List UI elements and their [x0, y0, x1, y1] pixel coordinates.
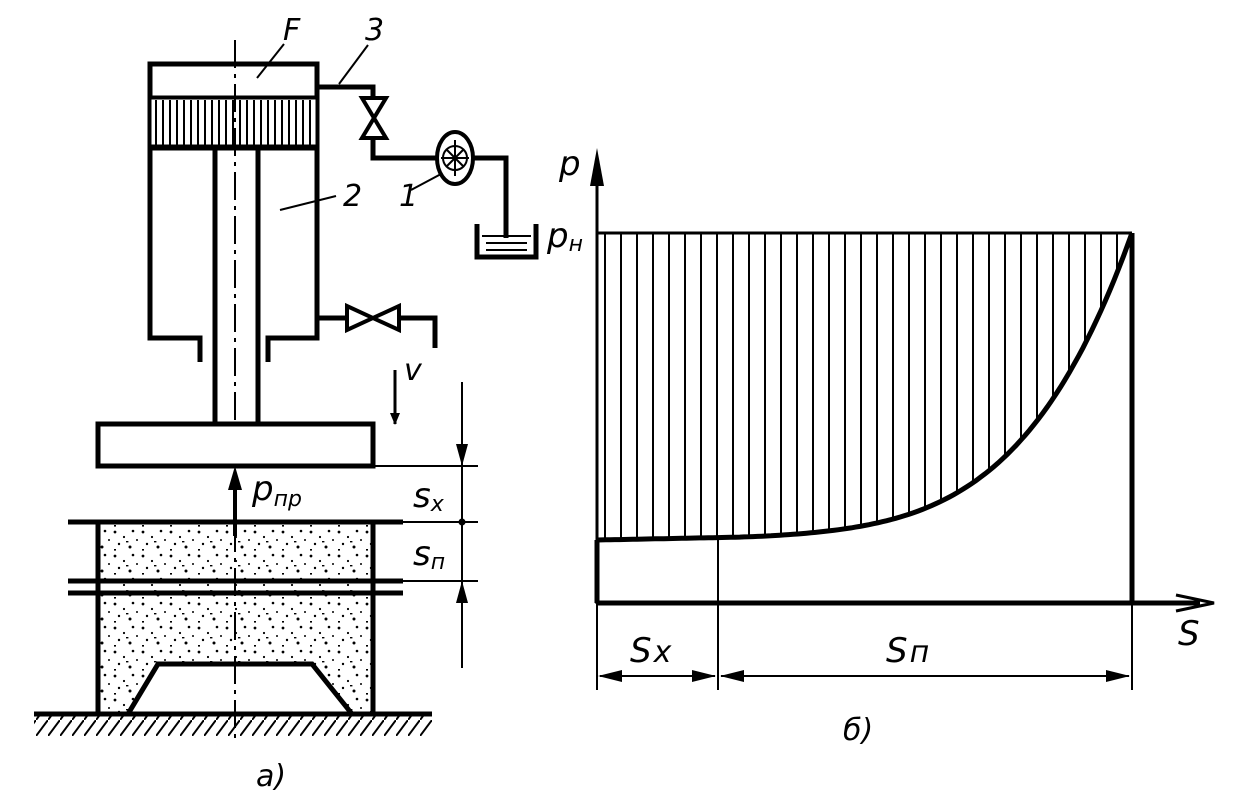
label-3: 3	[365, 13, 384, 48]
return-line	[317, 302, 438, 348]
label-v: v	[404, 353, 423, 388]
lower-sand-fill	[98, 590, 373, 714]
sx-dimension	[598, 670, 716, 682]
y-axis-label: p	[558, 144, 581, 184]
span-sn-label: Sп	[886, 631, 929, 671]
pressure-graph: p pн S Sx Sп б)	[546, 144, 1215, 748]
sn-dimension	[720, 670, 1130, 682]
pump-icon	[435, 130, 475, 186]
casting-pattern	[125, 661, 354, 716]
label-2: 2	[343, 179, 362, 214]
press-schematic: F 3 2 1 v pпр sx sп а)	[34, 13, 539, 794]
caption-a: а)	[256, 759, 286, 794]
span-sx-label: Sx	[630, 631, 672, 671]
ground	[34, 711, 432, 736]
piston-rod	[212, 150, 261, 422]
label-1: 1	[399, 179, 418, 214]
x-axis-label: S	[1178, 614, 1200, 654]
stroke-dimensions	[373, 382, 478, 668]
fluid-tank	[474, 224, 539, 260]
x-axis-arrow-icon	[1175, 593, 1215, 613]
cylinder-body	[147, 61, 320, 362]
mould	[68, 519, 403, 716]
caption-b: б)	[843, 713, 873, 748]
pn-label: pн	[546, 216, 583, 257]
supply-valve-icon	[358, 96, 390, 140]
piston	[148, 96, 319, 151]
supply-line	[317, 84, 539, 260]
label-F: F	[283, 13, 301, 48]
label-p-pr: pпр	[251, 469, 302, 512]
force-arrow	[228, 466, 242, 536]
ram-plate	[95, 421, 376, 469]
hatched-work-area	[604, 233, 1118, 540]
label-sn: sп	[413, 534, 445, 575]
label-sx: sx	[413, 476, 445, 517]
y-axis-arrow-icon	[590, 148, 604, 186]
return-valve-icon	[345, 302, 401, 334]
pressure-curve	[596, 232, 1135, 543]
